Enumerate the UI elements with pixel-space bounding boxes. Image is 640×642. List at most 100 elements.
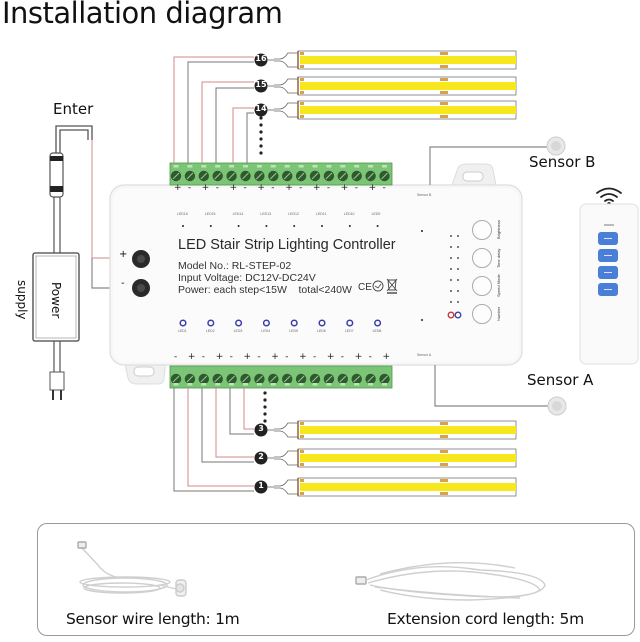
led-label-top: LED13 [260,212,272,216]
led-indicator-bottom [262,319,270,327]
led-label-bottom: LED6 [317,329,326,333]
solder-pad [440,492,448,495]
minus-label: - [121,278,125,289]
sensor-b-port-label: Sensor B [417,193,432,197]
terminal-marker [354,165,360,168]
led-strip-light [300,426,516,434]
power-supply-assembly [32,125,110,400]
terminal-polarity-top: + [257,183,265,193]
led-indicator-bottom [179,319,187,327]
terminal-marker [256,165,262,168]
strip-number: 15 [255,80,267,89]
led-dot-top [209,225,212,227]
strip-wire [201,81,254,163]
terminal-polarity-bottom: + [326,352,335,362]
extension-cord-image [355,562,546,601]
matrix-dot [450,279,452,281]
terminal-marker [173,383,179,386]
terminal-polarity-top: + [201,183,210,193]
screw-slot [172,375,180,383]
accessories-panel [37,523,635,636]
terminal-polarity-bottom: + [299,352,307,362]
terminal-polarity-bottom: - [229,352,233,362]
solder-pad [440,450,448,453]
controller-button-label: Speed Mode [496,274,501,298]
screw-slot [228,172,235,180]
strip-wire [201,388,254,463]
screw-slot [325,375,333,383]
screw-slot [269,172,277,180]
terminal-polarity-top: + [313,183,321,193]
strip-wire [187,388,254,487]
screw-slot [311,375,319,383]
matrix-dot [457,246,459,248]
led-label-top: LED16 [177,212,188,216]
sensor-b-label: Sensor B [529,153,596,171]
rohs-icon [372,280,384,292]
solder-pad [440,422,448,425]
screw-slot [256,375,263,383]
strip-wire [232,107,254,163]
solder-pad [440,78,448,81]
terminal-polarity-bottom: + [382,352,391,362]
remote-buttons [598,232,618,296]
screw-slot [297,172,305,180]
terminal-marker [284,165,290,168]
sensor-a-port-label: Sensor A [417,353,432,357]
strip-number-badge [254,103,268,117]
terminal-marker [368,383,374,386]
solder-pad [440,91,448,94]
screw-slot [353,375,361,383]
led-label-bottom: LED5 [289,329,298,333]
matrix-dot [450,290,452,292]
terminal-polarity-bottom: - [174,352,178,362]
led-label-top: LED12 [288,212,299,216]
terminal-marker [284,383,290,386]
top-led-indicators [182,225,379,227]
led-label-top: LED14 [232,212,244,216]
terminal-polarity-bottom: + [243,352,252,362]
screw-slot [269,375,277,383]
terminal-marker [243,165,248,168]
terminal-polarity-bottom: - [368,352,372,362]
terminal-marker [256,383,262,386]
controller-button-label: Time delay [496,248,501,268]
strip-wire [173,388,254,492]
indicator-dot-matrix [450,235,459,303]
led-label-top: LED9 [371,212,381,216]
strip-number: 3 [258,424,264,433]
terminal-marker [312,383,318,386]
matrix-dot [450,268,452,270]
controller-power: Power: each step<15W total<240W [178,284,352,296]
strip-number: 16 [255,54,267,63]
terminal-polarity-top: + [340,183,349,193]
sensor-b-assembly [429,136,566,185]
screw-slot [256,172,263,180]
screw-slot [381,375,388,383]
bottom-terminal-block [169,365,393,389]
terminal-polarity-top: - [243,183,247,193]
matrix-dot [450,235,452,237]
terminal-marker [229,383,235,386]
screw-slot [367,375,374,383]
terminal-polarity-top: + [174,183,182,193]
solder-pad [440,479,448,482]
led-dot-top [293,225,296,227]
screw-slot [311,172,319,180]
enter-label: Enter [53,100,94,118]
screw-slot [367,172,374,180]
led-dot-top [376,225,379,227]
screw-slot [283,172,291,180]
led-indicator-bottom [290,319,298,327]
terminal-polarity-top: - [382,183,386,193]
led-label-bottom: LED2 [205,329,215,333]
led-dot-top [321,225,323,227]
led-label-bottom: LED3 [233,329,243,333]
controller-button-label: Number [496,306,501,322]
terminal-marker [215,383,221,386]
strip-wire [173,56,254,163]
strip-number-badge [254,53,268,67]
solder-pad [440,463,448,466]
terminal-polarity-top: + [285,183,293,193]
screw-slot [200,172,208,180]
